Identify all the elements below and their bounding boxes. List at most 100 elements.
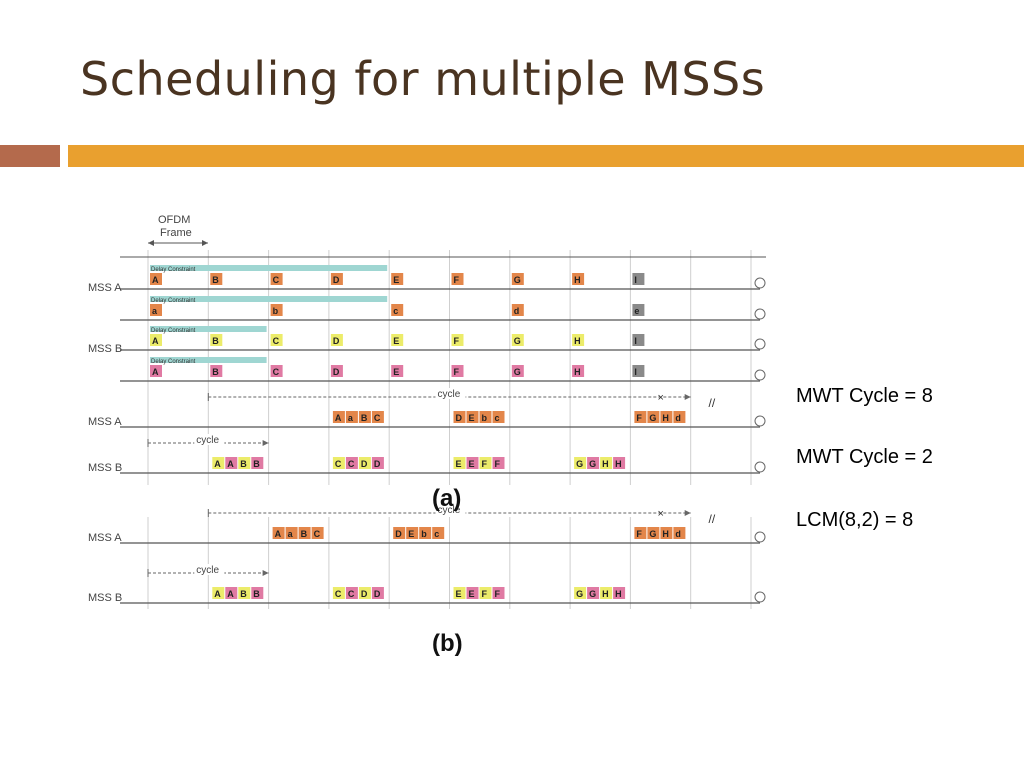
clock-icon [754, 415, 766, 427]
scheduled-cell [393, 527, 406, 539]
frame-cell [632, 334, 645, 346]
scheduled-cell [371, 457, 384, 469]
row-label: MSS A [88, 416, 122, 428]
frame-cell-label: B [212, 367, 219, 377]
clock-icon [754, 369, 766, 381]
frame-cell-label: I [634, 275, 637, 285]
delay-constraint-bar [150, 296, 388, 302]
cycle-label-bg [194, 434, 225, 445]
frame-cell-label: G [514, 367, 521, 377]
scheduled-cell [673, 527, 686, 539]
scheduled-cell [225, 457, 238, 469]
frame-cell [632, 365, 645, 377]
scheduled-cell-label: B [240, 459, 247, 469]
frame-cell [330, 334, 343, 346]
frame-cell [270, 334, 283, 346]
scheduled-cell-label: c [495, 413, 500, 423]
scheduled-cell-label: C [348, 459, 355, 469]
frame-cell-label: I [634, 367, 637, 377]
frame-cell-label: e [634, 306, 639, 316]
frame-cell [270, 365, 283, 377]
scheduled-cell-label: B [361, 413, 368, 423]
scheduled-cell [479, 457, 492, 469]
scheduled-cell [419, 527, 432, 539]
scheduled-cell [574, 587, 587, 599]
scheduled-cell [272, 527, 285, 539]
scheduled-cell [600, 457, 613, 469]
frame-cell [632, 304, 645, 316]
cycle-end-mark: × [658, 392, 664, 404]
scheduled-cell-label: E [469, 459, 475, 469]
scheduled-cell-label: D [361, 589, 368, 599]
slide-title: Scheduling for multiple MSSs [80, 52, 766, 106]
scheduled-cell-label: D [361, 459, 368, 469]
scheduled-cell-label: H [602, 459, 609, 469]
scheduled-cell [225, 587, 238, 599]
frame-cell-label: D [333, 336, 340, 346]
row-label: MSS B [88, 462, 122, 474]
title-accent-bar-right [68, 145, 1024, 167]
scheduled-cell [479, 411, 492, 423]
caption-a: (a) [432, 485, 461, 512]
cycle-label-bg [435, 504, 466, 515]
scheduled-cell [660, 527, 673, 539]
scheduled-cell [332, 457, 345, 469]
scheduled-cell-label: A [227, 589, 234, 599]
scheduled-cell-label: C [314, 529, 321, 539]
cycle-label-bg [435, 388, 466, 399]
scheduled-cell [647, 411, 660, 423]
scheduled-cell-label: E [456, 589, 462, 599]
delay-constraint-label: Delay Constraint [151, 298, 196, 304]
scheduled-cell [371, 411, 384, 423]
scheduled-cell-label: H [615, 459, 622, 469]
frame-cell [391, 273, 404, 285]
cycle-arrowhead [262, 570, 269, 576]
frame-cell-label: C [273, 336, 280, 346]
frame-cell-label: b [273, 306, 279, 316]
caption-b: (b) [432, 630, 463, 657]
scheduled-cell-label: H [662, 529, 669, 539]
scheduled-cell [311, 527, 324, 539]
frame-cell-label: G [514, 275, 521, 285]
scheduled-cell-label: G [589, 459, 596, 469]
scheduled-cell-label: a [348, 413, 354, 423]
scheduled-cell [613, 587, 626, 599]
delay-constraint-bar [150, 357, 267, 363]
frame-cell [511, 273, 524, 285]
cycle-arrowhead [262, 440, 269, 446]
scheduled-cell [238, 587, 251, 599]
frame-cell [451, 365, 464, 377]
scheduled-cell-label: D [456, 413, 463, 423]
scheduled-cell-label: H [602, 589, 609, 599]
scheduled-cell-label: D [395, 529, 402, 539]
scheduled-cell [492, 411, 505, 423]
scheduled-cell [371, 587, 384, 599]
cycle-label-bg [194, 564, 225, 575]
cycle-label: cycle [196, 435, 219, 446]
frame-cell [150, 304, 162, 316]
scheduled-cell [587, 457, 600, 469]
scheduled-cell-label: F [636, 413, 642, 423]
frame-cell [451, 273, 464, 285]
scheduled-cell-label: C [374, 413, 381, 423]
frame-gridlines [147, 250, 752, 609]
scheduled-cell [587, 587, 600, 599]
scheduled-cell-label: G [576, 459, 583, 469]
frame-cell-label: E [393, 275, 399, 285]
note-mss-a-cycle: MWT Cycle = 8 [796, 385, 933, 407]
timeline-baselines [120, 256, 766, 604]
scheduled-cell [600, 587, 613, 599]
scheduled-cell [345, 587, 358, 599]
scheduled-cell [453, 457, 466, 469]
scheduled-cell-label: A [214, 589, 221, 599]
frame-cell [270, 304, 283, 316]
delay-constraint-label: Delay Constraint [151, 328, 196, 334]
clock-icon [754, 277, 766, 289]
frame-cell [150, 365, 162, 377]
note-mss-b-cycle: MWT Cycle = 2 [796, 446, 933, 468]
frame-cell-label: H [574, 367, 581, 377]
frame-cell-label: B [212, 336, 219, 346]
scheduled-cell-label: H [662, 413, 669, 423]
